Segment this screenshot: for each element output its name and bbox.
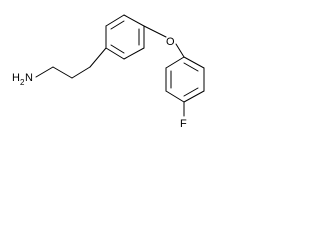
bond-c2-c3 bbox=[71, 66, 91, 79]
propyl-chain bbox=[35, 47, 107, 79]
amine-nitrogen-symbol: H bbox=[12, 72, 20, 84]
bond-c3-ring bbox=[89, 47, 107, 68]
benzene-ring-1 bbox=[105, 14, 145, 60]
ring1-bond bbox=[123, 14, 145, 27]
ring1-bond bbox=[105, 14, 125, 27]
bond-n-c1 bbox=[35, 66, 54, 78]
ring2-double-bond bbox=[183, 62, 199, 72]
amine-symbol: N bbox=[25, 72, 33, 84]
ring2-bond bbox=[165, 90, 185, 103]
bond-c1-c2 bbox=[52, 66, 73, 79]
amine-hydrogen-count: 2 bbox=[20, 78, 25, 87]
ring2-bond bbox=[165, 56, 185, 69]
ring2-bond bbox=[183, 56, 205, 69]
ring1-bond bbox=[105, 47, 125, 60]
ring1-double-bond bbox=[110, 20, 125, 30]
fluorine-symbol: F bbox=[180, 118, 187, 130]
ether-linkage bbox=[143, 25, 185, 58]
ring2-double-bond bbox=[183, 87, 199, 97]
ring1-double-bond bbox=[110, 44, 125, 54]
molecule-structure: H 2 N O F bbox=[12, 14, 205, 130]
ring1-bond bbox=[123, 47, 145, 60]
bond-o-ring2 bbox=[175, 43, 185, 58]
benzene-ring-2 bbox=[165, 56, 205, 103]
bond-ring1-o bbox=[143, 25, 167, 38]
ether-oxygen-symbol: O bbox=[166, 36, 175, 48]
ring2-bond bbox=[183, 90, 205, 103]
